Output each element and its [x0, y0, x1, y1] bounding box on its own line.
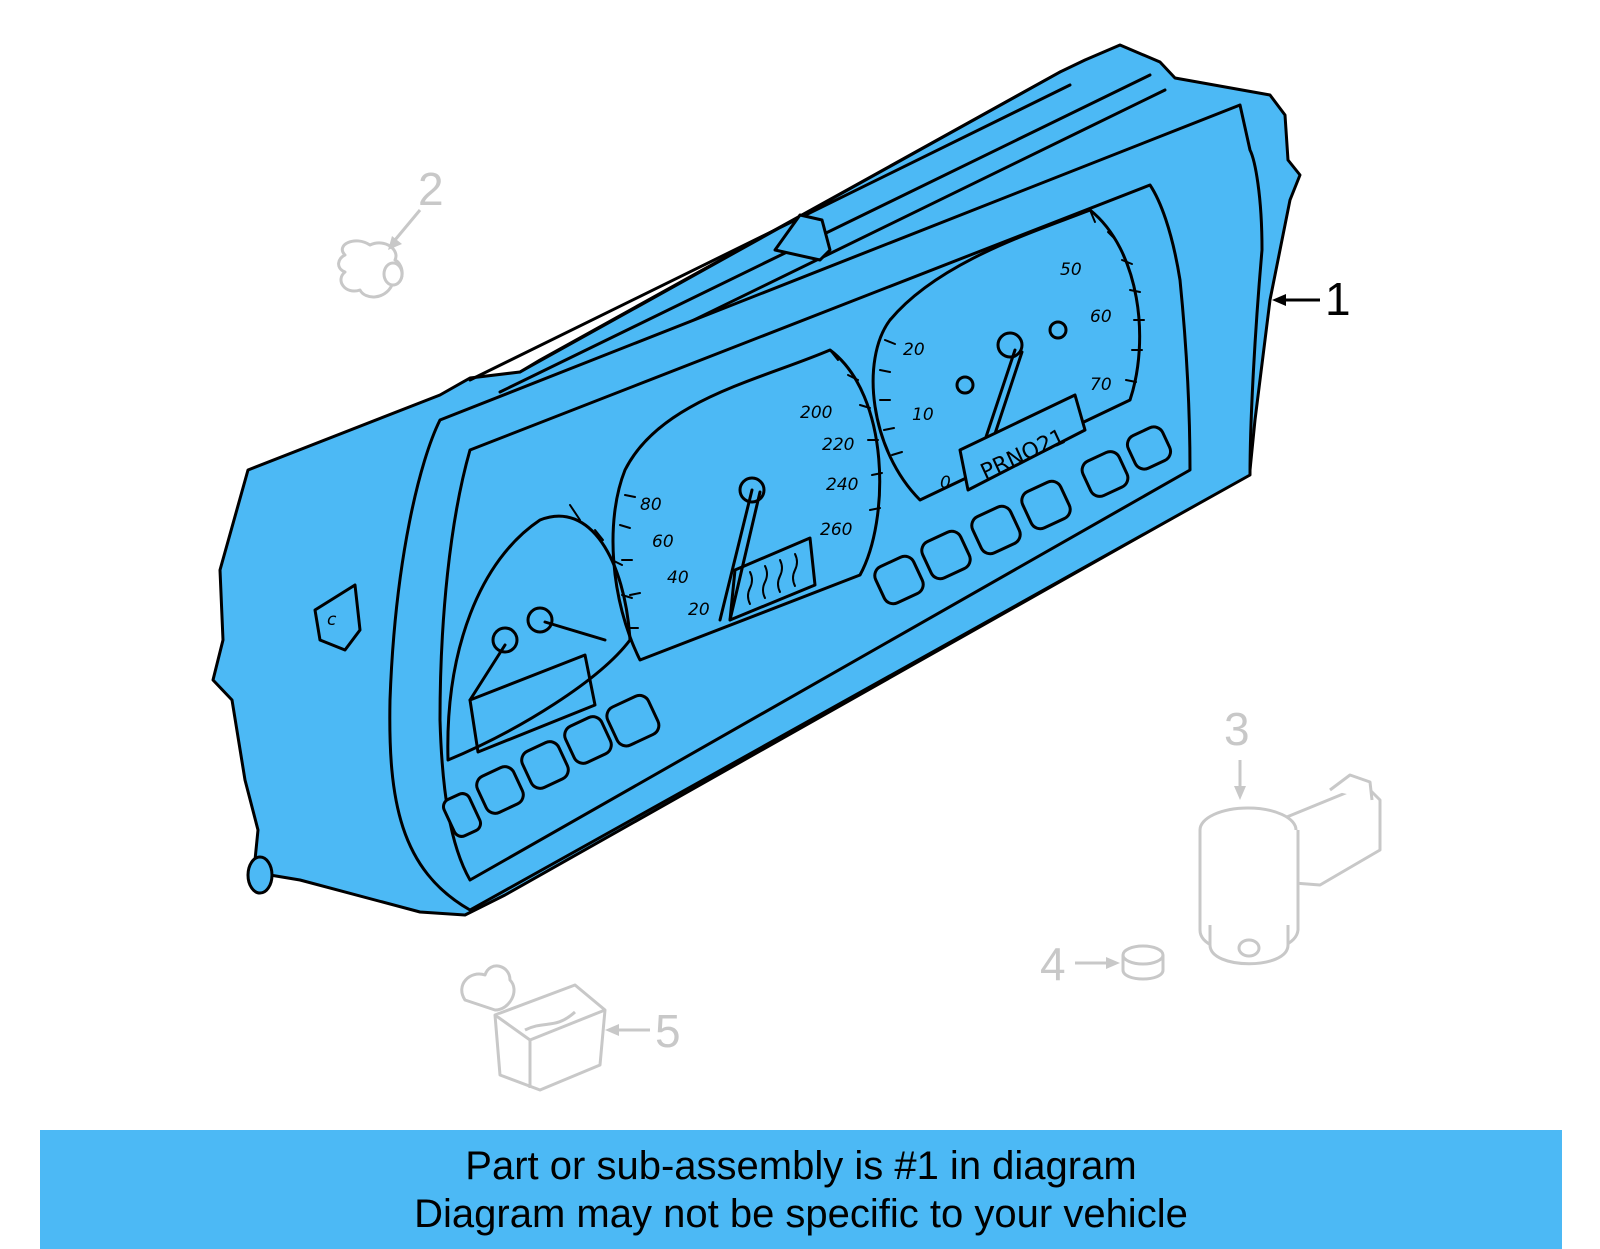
speedo-label-1: 220	[822, 435, 854, 455]
right-gauge-labels: 0 10 20 50 60 70	[903, 260, 1112, 493]
speedo-label-2: 240	[826, 475, 858, 495]
speedometer-ticks	[619, 349, 883, 596]
top-tab	[773, 213, 832, 262]
svg-text:1: 1	[1325, 273, 1351, 325]
gauge-left-hub-a	[491, 626, 519, 654]
part-5-connector[interactable]	[460, 964, 607, 1092]
left-bracket	[313, 583, 362, 652]
notice-banner: Part or sub-assembly is #1 in diagram Di…	[40, 1130, 1562, 1249]
right-gauge-label-3: 50	[1060, 260, 1082, 280]
callout-1: 1	[1272, 273, 1351, 325]
gauge-left-needle-a	[468, 643, 507, 702]
right-gauge-face	[871, 208, 1142, 502]
bracket-label: c	[327, 610, 337, 630]
tach-label-2: 60	[652, 532, 674, 552]
gear-indicator-box	[958, 393, 1087, 492]
gauge-left-needle-b	[543, 620, 607, 642]
right-gauge-label-4: 60	[1090, 307, 1112, 327]
speedometer-waves	[747, 553, 798, 605]
svg-text:4: 4	[1040, 938, 1066, 990]
callout-2: 2	[388, 163, 444, 250]
left-lamp-row	[441, 693, 661, 838]
right-gauge-label-5: 70	[1090, 375, 1112, 395]
connector-pin	[246, 855, 274, 895]
right-gauge-hub	[996, 331, 1024, 359]
speedometer-display	[728, 536, 817, 622]
speedometer-labels: 200 220 240 260	[800, 403, 858, 540]
gauge-left-face	[446, 514, 632, 762]
right-gauge-lamp-b	[1048, 320, 1068, 340]
callout-3: 3	[1224, 703, 1250, 800]
speedometer-needle-edge	[728, 490, 762, 622]
callout-5: 5	[605, 1005, 681, 1057]
notice-line-1: Part or sub-assembly is #1 in diagram	[465, 1143, 1137, 1188]
speedo-label-3: 260	[820, 520, 852, 540]
part-4-grommet[interactable]	[1121, 944, 1165, 981]
speedometer-face	[611, 348, 882, 662]
tachometer-labels: 20 40 60 80	[640, 495, 710, 620]
part-3-sensor[interactable]	[1198, 773, 1382, 966]
right-gauge-label-2: 20	[903, 340, 925, 360]
speedometer-needle	[718, 488, 754, 622]
callout-4: 4	[1040, 938, 1120, 990]
right-gauge-ticks	[879, 209, 1145, 456]
right-gauge-lamp-a	[955, 375, 975, 395]
svg-text:5: 5	[655, 1005, 681, 1057]
right-gauge-label-1: 10	[912, 405, 934, 425]
gauge-left-display	[468, 653, 597, 754]
right-gauge-label-0: 0	[940, 473, 951, 493]
svg-text:2: 2	[418, 163, 444, 215]
tach-label-3: 80	[640, 495, 662, 515]
tach-label-1: 40	[667, 568, 689, 588]
part-2-bulb-socket[interactable]	[337, 239, 404, 299]
right-lamp-row	[873, 425, 1173, 606]
tach-label-0: 20	[688, 600, 710, 620]
notice-line-2: Diagram may not be specific to your vehi…	[414, 1191, 1188, 1236]
speedo-label-0: 200	[800, 403, 832, 423]
svg-text:3: 3	[1224, 703, 1250, 755]
gauge-left-hub-b	[526, 606, 554, 634]
